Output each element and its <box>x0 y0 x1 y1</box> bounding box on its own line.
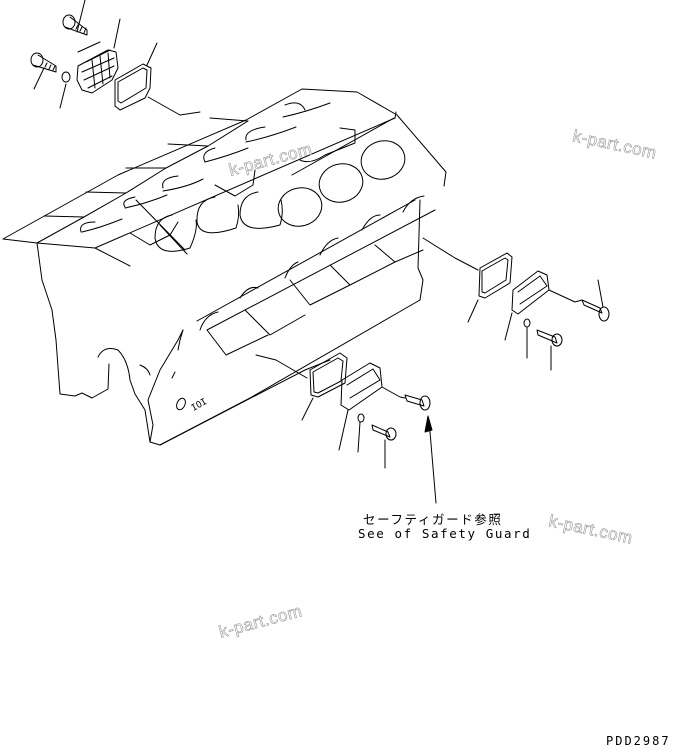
flange-bolt-icon <box>404 394 431 411</box>
reference-note-english: See of Safety Guard <box>358 526 532 541</box>
reference-note-japanese: セーフティガード参照 <box>363 512 503 527</box>
gasket-icon <box>309 352 348 398</box>
gasket-icon <box>478 252 513 299</box>
washer-icon <box>523 318 531 328</box>
center-cover-assembly <box>255 352 437 504</box>
cover-icon <box>511 270 583 315</box>
flange-bolt-icon <box>62 14 88 36</box>
washer-icon <box>357 413 365 423</box>
engine-block: IOI <box>2 88 447 446</box>
flange-bolt-icon <box>581 299 610 322</box>
top-left-cover-assembly <box>30 0 201 116</box>
bolt-icon <box>536 329 563 347</box>
gasket-icon <box>114 63 152 111</box>
bolt-icon <box>371 424 397 441</box>
right-cover-assembly <box>422 237 610 371</box>
svg-text:IOI: IOI <box>190 397 209 414</box>
drawing-code: PDD2987 <box>606 734 671 748</box>
washer-icon <box>61 71 71 83</box>
cover-icon <box>340 362 406 411</box>
ribbed-cover-icon <box>76 41 119 94</box>
flange-bolt-icon <box>30 52 57 73</box>
